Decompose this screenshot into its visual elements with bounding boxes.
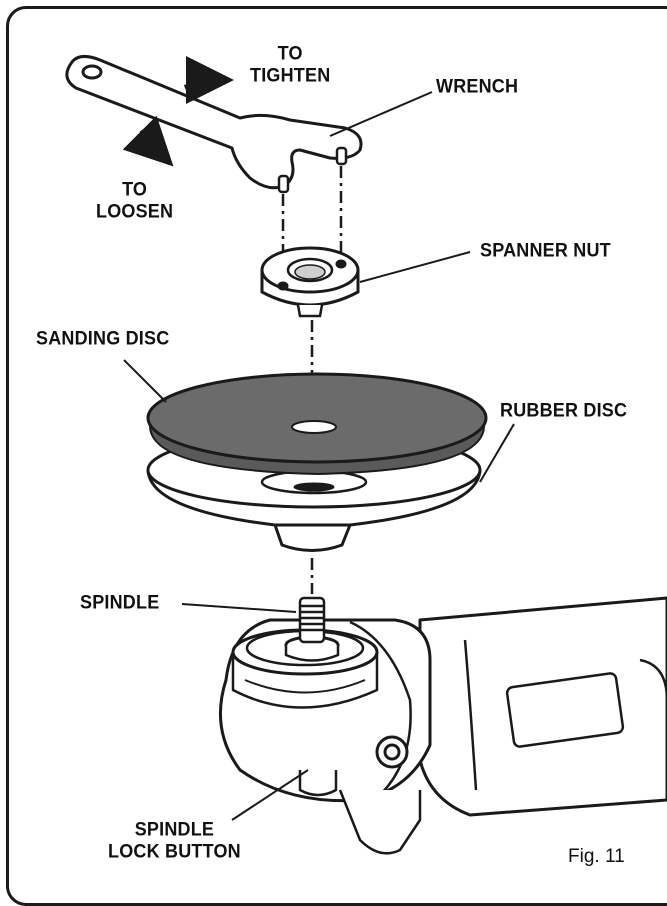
- spindle-label: SPINDLE: [80, 591, 160, 613]
- assembly-illustration: [65, 55, 667, 855]
- spanner-nut: [260, 246, 360, 318]
- wrench: [65, 55, 363, 190]
- rubber-disc-leader: [479, 423, 515, 483]
- to-tighten-line1: TO: [277, 42, 303, 64]
- spanner-nut-label: SPANNER NUT: [480, 239, 611, 261]
- spanner-nut-leader: [359, 251, 471, 283]
- spindle-lock-button-label: SPINDLE LOCK BUTTON: [108, 818, 241, 861]
- figure-label: Fig. 11: [568, 846, 625, 867]
- tighten-arrow: [183, 56, 234, 105]
- to-loosen-line1: TO: [122, 178, 148, 200]
- spindle-leader: [181, 603, 297, 613]
- sanding-disc-label: SANDING DISC: [36, 327, 170, 349]
- to-loosen-line2: LOOSEN: [96, 200, 174, 222]
- wrench-label: WRENCH: [436, 75, 519, 97]
- spindle-lock-leader: [231, 769, 309, 821]
- spindle-lock-line1: SPINDLE: [134, 818, 215, 840]
- rubber-disc-label: RUBBER DISC: [500, 399, 628, 421]
- spindle-lock-line2: LOCK BUTTON: [108, 840, 241, 862]
- grinder-body: [219, 596, 667, 855]
- to-tighten-label: TO TIGHTEN: [250, 42, 330, 85]
- wrench-leader: [329, 91, 433, 137]
- loosen-arrow: [122, 115, 174, 167]
- sanding-disc-leader: [123, 359, 167, 403]
- to-tighten-line2: TIGHTEN: [250, 64, 331, 86]
- spindle: [298, 596, 326, 644]
- sanding-disc: [146, 372, 488, 476]
- wrench-pins: [277, 146, 348, 194]
- to-loosen-label: TO LOOSEN: [96, 178, 173, 221]
